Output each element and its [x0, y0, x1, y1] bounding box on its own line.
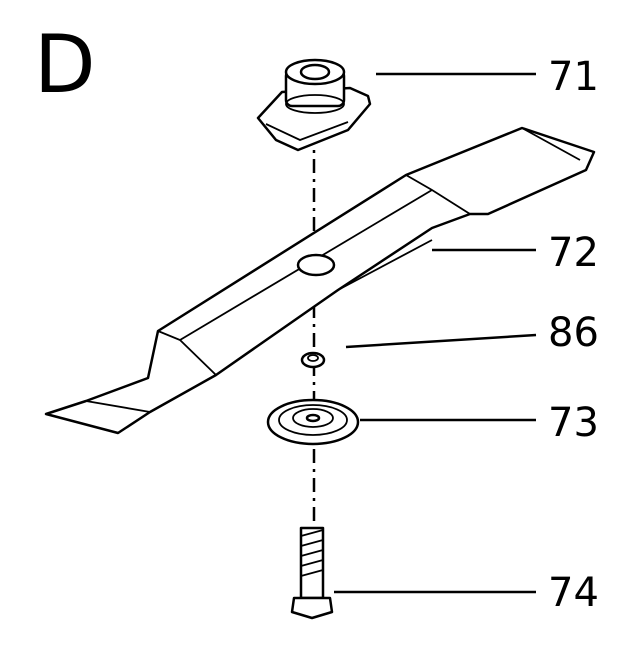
- leader-line-86: [345, 333, 537, 349]
- washer-part: [300, 351, 326, 369]
- section-letter: D: [34, 18, 96, 111]
- callout-74: 74: [548, 570, 599, 616]
- callout-86: 86: [548, 310, 599, 356]
- callout-73: 73: [548, 400, 599, 446]
- cup-washer-part: [266, 398, 360, 446]
- callout-71: 71: [548, 54, 599, 100]
- blade-part: [44, 126, 596, 435]
- adapter-part: [256, 58, 372, 152]
- bolt-part: [290, 526, 334, 620]
- callout-72: 72: [548, 230, 599, 276]
